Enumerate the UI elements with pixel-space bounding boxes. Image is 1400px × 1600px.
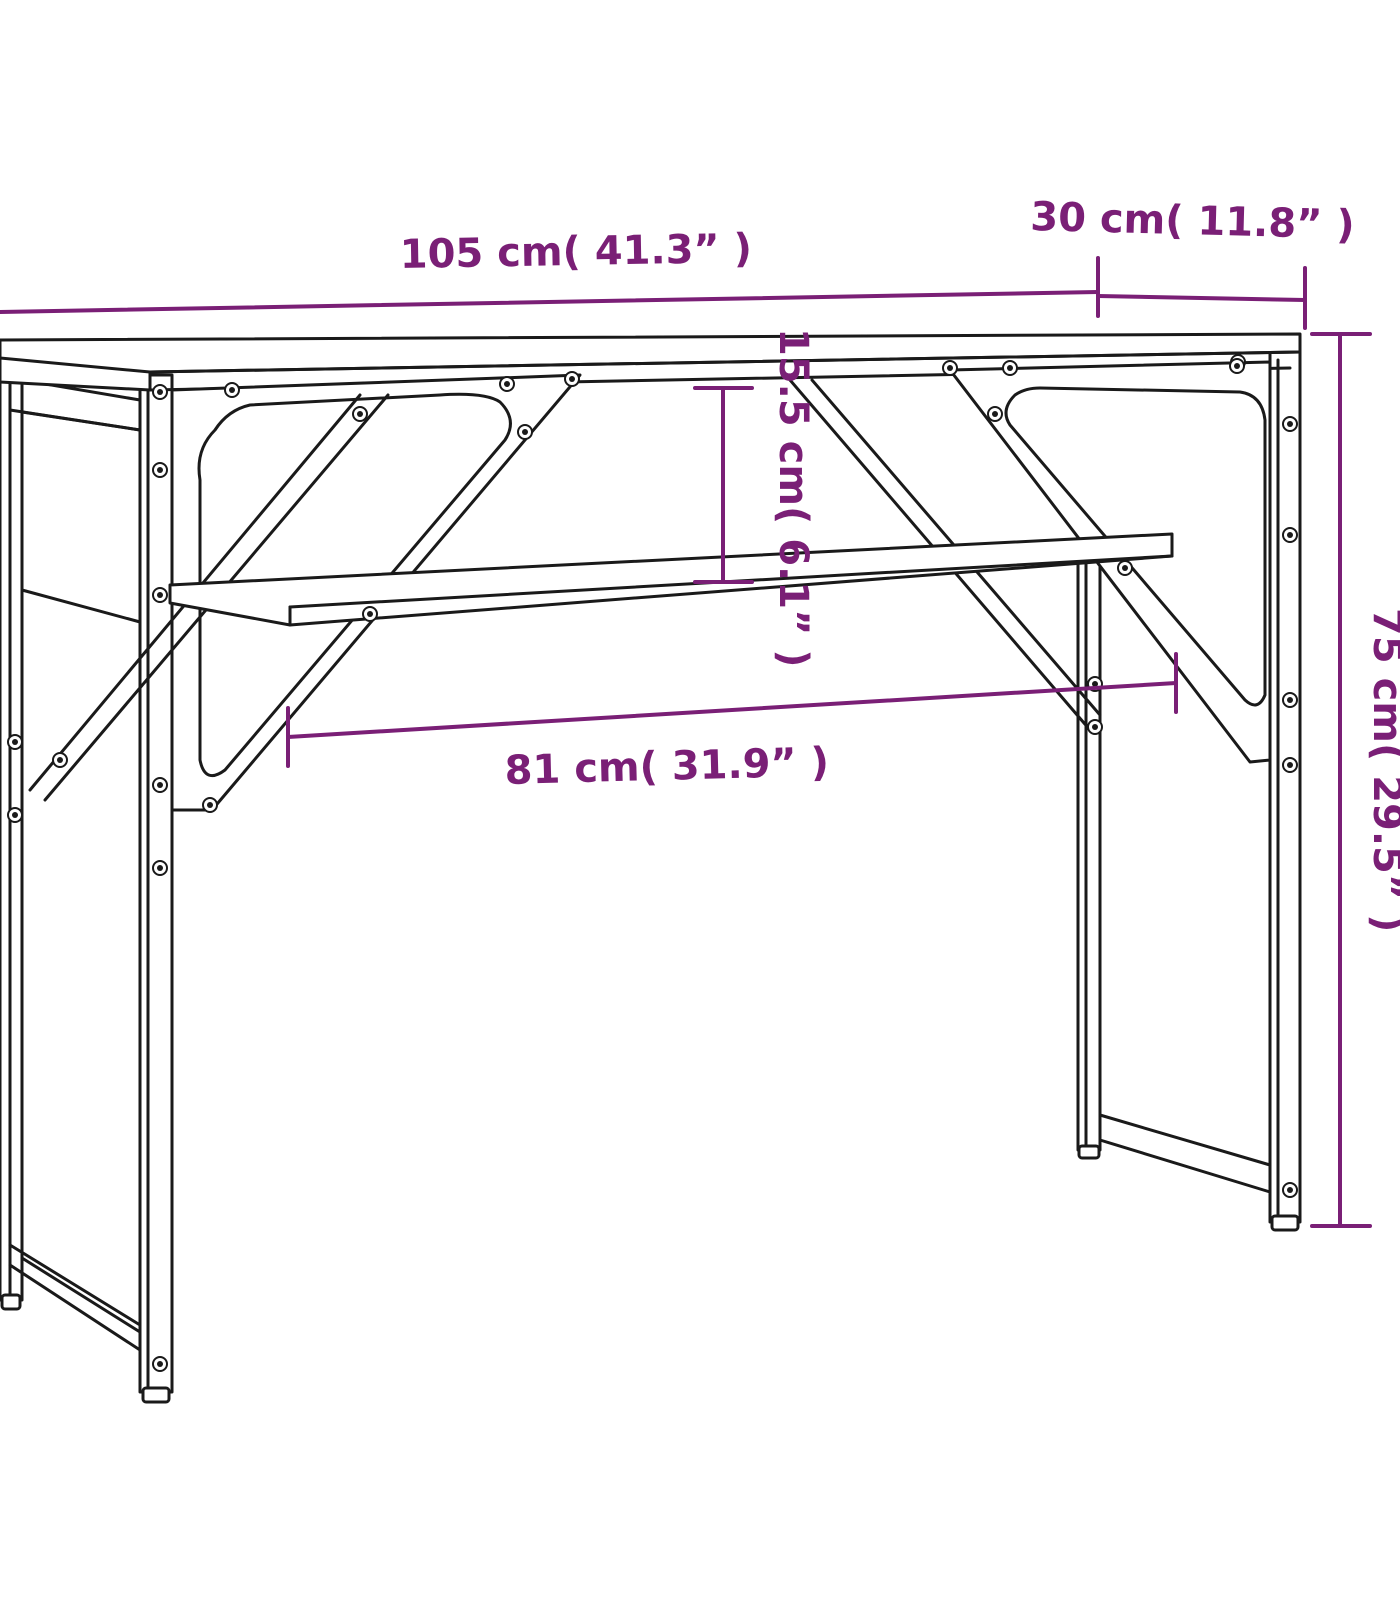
shelf-gap-dimension-label: 15.5 cm( 6.1” ) (770, 328, 816, 668)
bolt-icon (1282, 692, 1298, 708)
bolt-icon (987, 406, 1003, 422)
bolts (7, 354, 1298, 1372)
bolt-icon (1117, 560, 1133, 576)
bolt-icon (152, 777, 168, 793)
left-side-frame (8, 378, 142, 1352)
bolt-icon (7, 734, 23, 750)
bolt-icon (1087, 719, 1103, 735)
rear-right-leg (1076, 373, 1272, 1194)
bolt-icon (7, 807, 23, 823)
bolt-icon (152, 462, 168, 478)
bolt-icon (152, 384, 168, 400)
bolt-icon (1282, 757, 1298, 773)
bolt-icon (1282, 416, 1298, 432)
bolt-icon (499, 376, 515, 392)
bolt-icon (224, 382, 240, 398)
bolt-icon (517, 424, 533, 440)
height-dimension-label: 75 cm( 29.5” ) (1364, 608, 1400, 932)
bolt-icon (1282, 527, 1298, 543)
dimension-lines (0, 256, 1372, 1228)
bolt-icon (362, 606, 378, 622)
shelf-width-dimension-line (286, 681, 1178, 739)
console-table-drawing (0, 332, 1302, 1404)
bolt-icon (202, 797, 218, 813)
depth-dimension-label: 30 cm( 11.8” ) (1030, 194, 1355, 248)
bolt-icon (1229, 358, 1245, 374)
width-dimension-label: 105 cm( 41.3” ) (399, 226, 752, 278)
width-dimension-line (0, 290, 1100, 314)
left-rear-leg (0, 358, 24, 1311)
bolt-icon (1002, 360, 1018, 376)
front-left-leg (138, 373, 174, 1404)
bolt-icon (352, 406, 368, 422)
bolt-icon (152, 587, 168, 603)
front-right-leg (1268, 348, 1302, 1232)
bolt-icon (1282, 1182, 1298, 1198)
bolt-icon (564, 371, 580, 387)
shelf-width-dimension-label: 81 cm( 31.9” ) (504, 740, 829, 794)
bolt-icon (152, 1356, 168, 1372)
bolt-icon (942, 360, 958, 376)
depth-dimension-line (1096, 294, 1307, 302)
bolt-icon (52, 752, 68, 768)
bolt-icon (152, 860, 168, 876)
